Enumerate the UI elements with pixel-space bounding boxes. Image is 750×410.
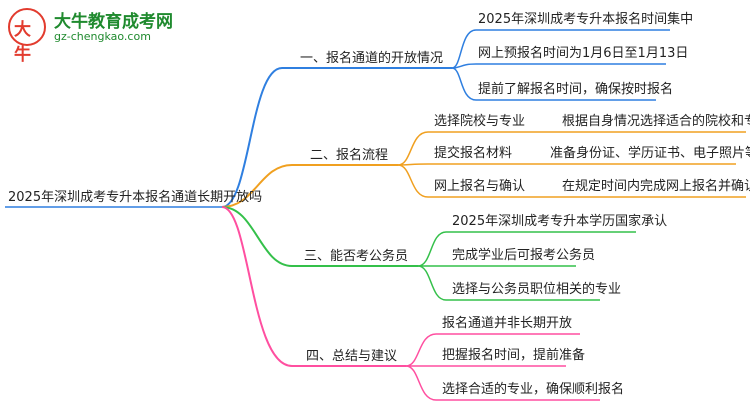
branch-4-label: 四、总结与建议	[306, 349, 398, 364]
branch-4-item-1: 报名通道并非长期开放	[442, 316, 573, 331]
branch-2-sub-1: 选择院校与专业	[434, 114, 526, 129]
branch-3-item-3: 选择与公务员职位相关的专业	[452, 282, 622, 297]
branch-3-curve	[221, 206, 293, 267]
branch-2-label: 二、报名流程	[310, 148, 389, 163]
branch-2-detail-1: 根据自身情况选择适合的院校和专业	[562, 114, 750, 129]
branch-3-label: 三、能否考公务员	[304, 249, 409, 264]
branch-3-link-1	[417, 231, 447, 267]
logo-mark-text: 大牛	[14, 20, 31, 65]
branch-2-link-3	[397, 164, 429, 198]
site-logo: 大牛 大牛教育成考网 gz-chengkao.com	[8, 6, 208, 65]
branch-1-link-1	[451, 29, 477, 69]
branch-2-sub-2: 提交报名材料	[434, 146, 513, 161]
branch-1-link-3	[451, 67, 477, 101]
branch-1-label: 一、报名通道的开放情况	[300, 51, 444, 66]
logo-url: gz-chengkao.com	[54, 30, 151, 43]
branch-2-detail-3: 在规定时间内完成网上报名并确认信息	[562, 179, 750, 194]
branch-4-link-1	[405, 333, 437, 367]
branch-1-item-2: 网上预报名时间为1月6日至1月13日	[478, 46, 689, 61]
branch-3-link-3	[417, 265, 447, 301]
branch-3-item-2: 完成学业后可报考公务员	[452, 248, 596, 263]
branch-2-sub-3: 网上报名与确认	[434, 179, 526, 194]
branch-4-item-3: 选择合适的专业，确保顺利报名	[442, 382, 625, 397]
branch-2-curve	[221, 164, 293, 208]
branch-1-item-3: 提前了解报名时间，确保按时报名	[478, 82, 674, 97]
branch-4-item-2: 把握报名时间，提前准备	[442, 348, 586, 363]
branch-2-detail-2: 准备身份证、学历证书、电子照片等	[550, 146, 750, 161]
logo-mark: 大牛	[8, 8, 46, 65]
branch-4-curve	[221, 206, 293, 367]
root-topic: 2025年深圳成考专升本报名通道长期开放吗	[8, 190, 263, 205]
logo-title: 大牛教育成考网	[54, 12, 173, 32]
branch-1-curve	[221, 67, 283, 208]
branch-4-link-3	[405, 365, 437, 401]
branch-2-link-1	[397, 131, 429, 166]
branch-3-item-1: 2025年深圳成考专升本学历国家承认	[452, 214, 668, 229]
branch-1-item-1: 2025年深圳成考专升本报名时间集中	[478, 12, 694, 27]
